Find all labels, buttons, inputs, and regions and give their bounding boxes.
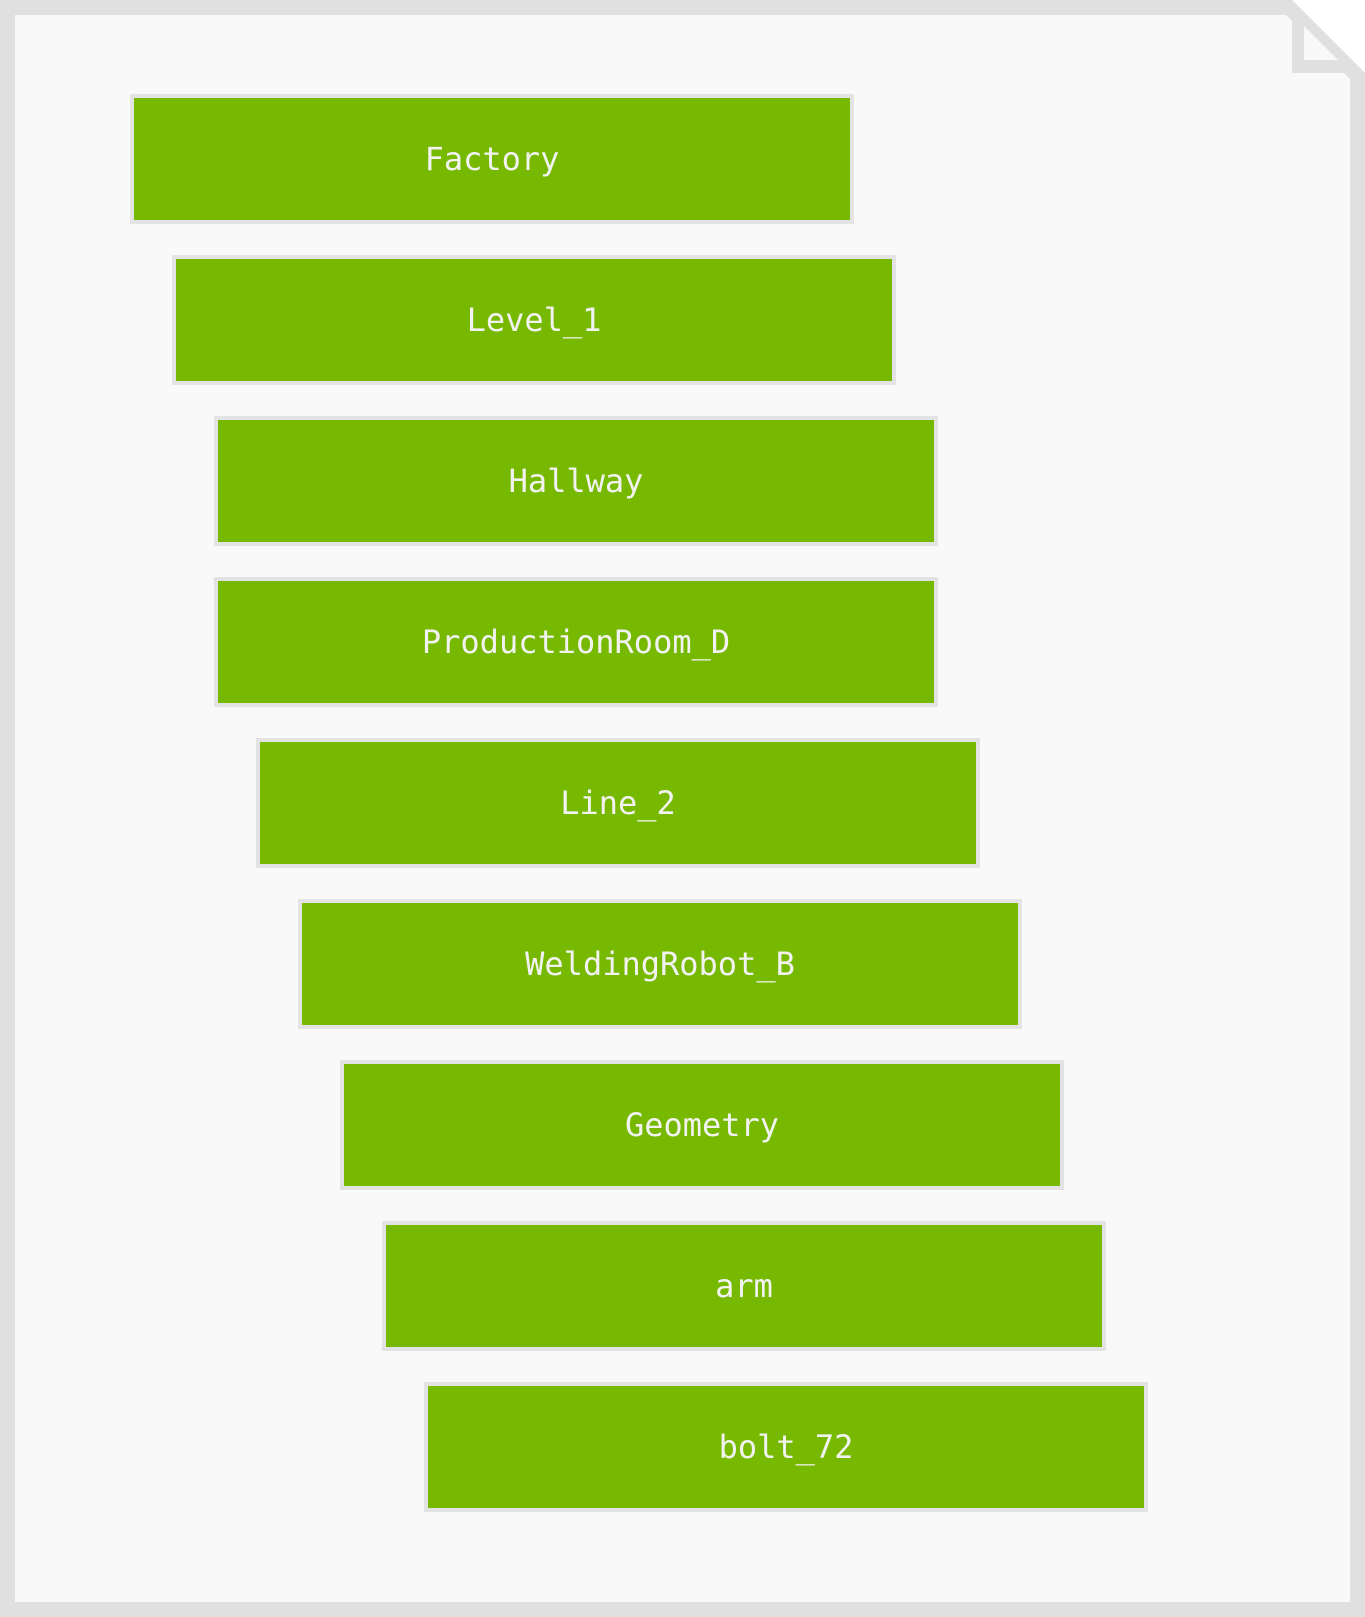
node-label: ProductionRoom_D (421, 623, 731, 661)
node-bolt_72: bolt_72 (424, 1382, 1148, 1512)
node-geometry: Geometry (340, 1060, 1064, 1190)
node-weldingrobot_b: WeldingRobot_B (298, 899, 1022, 1029)
node-label: bolt_72 (718, 1428, 854, 1466)
node-label: Level_1 (466, 301, 602, 339)
node-label: WeldingRobot_B (525, 945, 795, 983)
node-label: Geometry (624, 1106, 780, 1144)
node-line_2: Line_2 (256, 738, 980, 868)
node-factory: Factory (130, 94, 854, 224)
node-hallway: Hallway (214, 416, 938, 546)
node-label: Line_2 (560, 784, 676, 822)
node-label: Factory (424, 140, 560, 178)
node-arm: arm (382, 1221, 1106, 1351)
folded-corner-inner (1304, 26, 1338, 60)
node-label: arm (715, 1267, 773, 1305)
node-productionroom_d: ProductionRoom_D (214, 577, 938, 707)
folded-corner-icon (1292, 0, 1365, 73)
node-level_1: Level_1 (172, 255, 896, 385)
node-label: Hallway (508, 462, 644, 500)
